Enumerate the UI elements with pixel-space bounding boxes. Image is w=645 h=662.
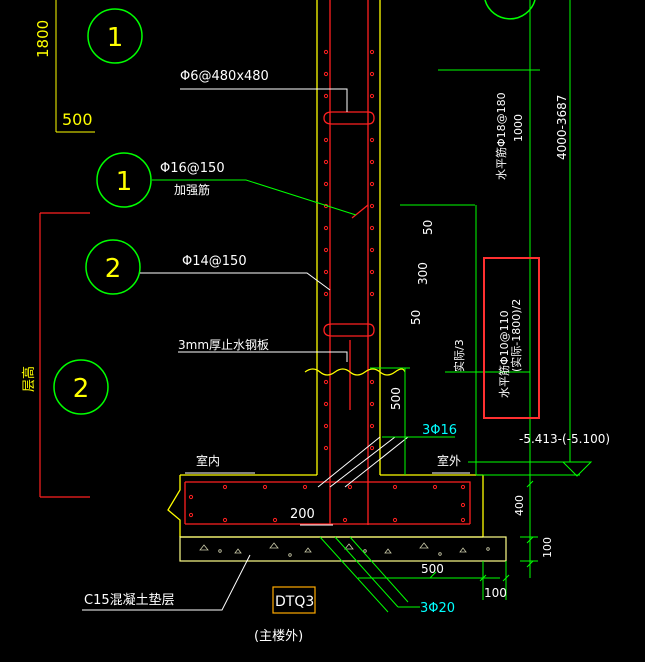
dim-100-right-label: 100 — [541, 537, 554, 558]
waterstop-label: 3mm厚止水钢板 — [178, 338, 269, 352]
marker-1-top-circle — [87, 8, 143, 64]
dim-1800-label: 1800 — [34, 20, 52, 58]
marker-1-mid-circle — [96, 152, 152, 208]
horiz-bar-top-label: 水平筋Φ18@180 — [494, 92, 508, 180]
top-bars-label: 3Φ16 — [422, 423, 457, 438]
dim-range-label: 4000-3687 — [555, 95, 569, 160]
indoor-label: 室内 — [196, 453, 220, 468]
dim-200-label: 200 — [290, 507, 315, 522]
dim-500-bottom-label: 500 — [421, 562, 444, 576]
dim-50-a-label: 50 — [421, 220, 435, 235]
waterstop-wave — [304, 368, 406, 376]
dim-1000-label: 1000 — [512, 114, 525, 142]
dim-400-label: 400 — [513, 495, 526, 516]
floor-height-label: 层高 — [21, 366, 37, 392]
horiz-bar-mid-2-label: (实际-1800)/2 — [509, 299, 523, 372]
component-code-label: DTQ3 — [275, 594, 314, 610]
marker-2-mid-label: 2 — [105, 254, 122, 284]
cushion-label: C15混凝土垫层 — [84, 592, 175, 608]
component-code-box — [272, 586, 316, 614]
highlight-box — [483, 257, 540, 419]
component-note-label: (主楼外) — [254, 629, 303, 644]
marker-1-top-label: 1 — [107, 23, 124, 53]
elevation-label: -5.413-(-5.100) — [519, 432, 610, 446]
section-markers — [53, 0, 536, 415]
marker-1-mid-label: 1 — [116, 167, 133, 197]
elevation-marker — [561, 461, 593, 477]
dim-500-top-label: 500 — [62, 110, 93, 129]
green-dimensions — [152, 0, 580, 613]
concrete-cushion — [179, 536, 507, 562]
top-left-dimension — [55, 0, 95, 133]
dim-50-b-label: 50 — [409, 310, 423, 325]
white-leaders — [82, 88, 470, 611]
marker-top-right-arc — [484, 0, 536, 20]
dim-500-mid-label: 500 — [389, 387, 403, 410]
horiz-bar-mid-1-label: 水平筋Φ10@110 — [497, 310, 511, 398]
reinf-bar-label: Φ16@150 — [160, 161, 225, 176]
dim-300-label: 300 — [416, 262, 430, 285]
reinf-note-label: 加强筋 — [174, 182, 210, 197]
marker-2-mid-circle — [85, 239, 141, 295]
floor-height-bracket — [39, 212, 90, 498]
tie-bar-label: Φ6@480x480 — [180, 69, 269, 84]
support-note-label: 实际/3 — [452, 339, 466, 372]
bottom-bars-label: 3Φ20 — [420, 601, 455, 616]
marker-2-left-label: 2 — [73, 374, 90, 404]
rebar-dots — [188, 49, 466, 523]
outdoor-label: 室外 — [437, 453, 461, 468]
dim-100-bottom-label: 100 — [484, 586, 507, 600]
marker-2-left-circle — [53, 359, 109, 415]
vert-bar-label: Φ14@150 — [182, 254, 247, 269]
wall-rebar — [184, 0, 471, 525]
